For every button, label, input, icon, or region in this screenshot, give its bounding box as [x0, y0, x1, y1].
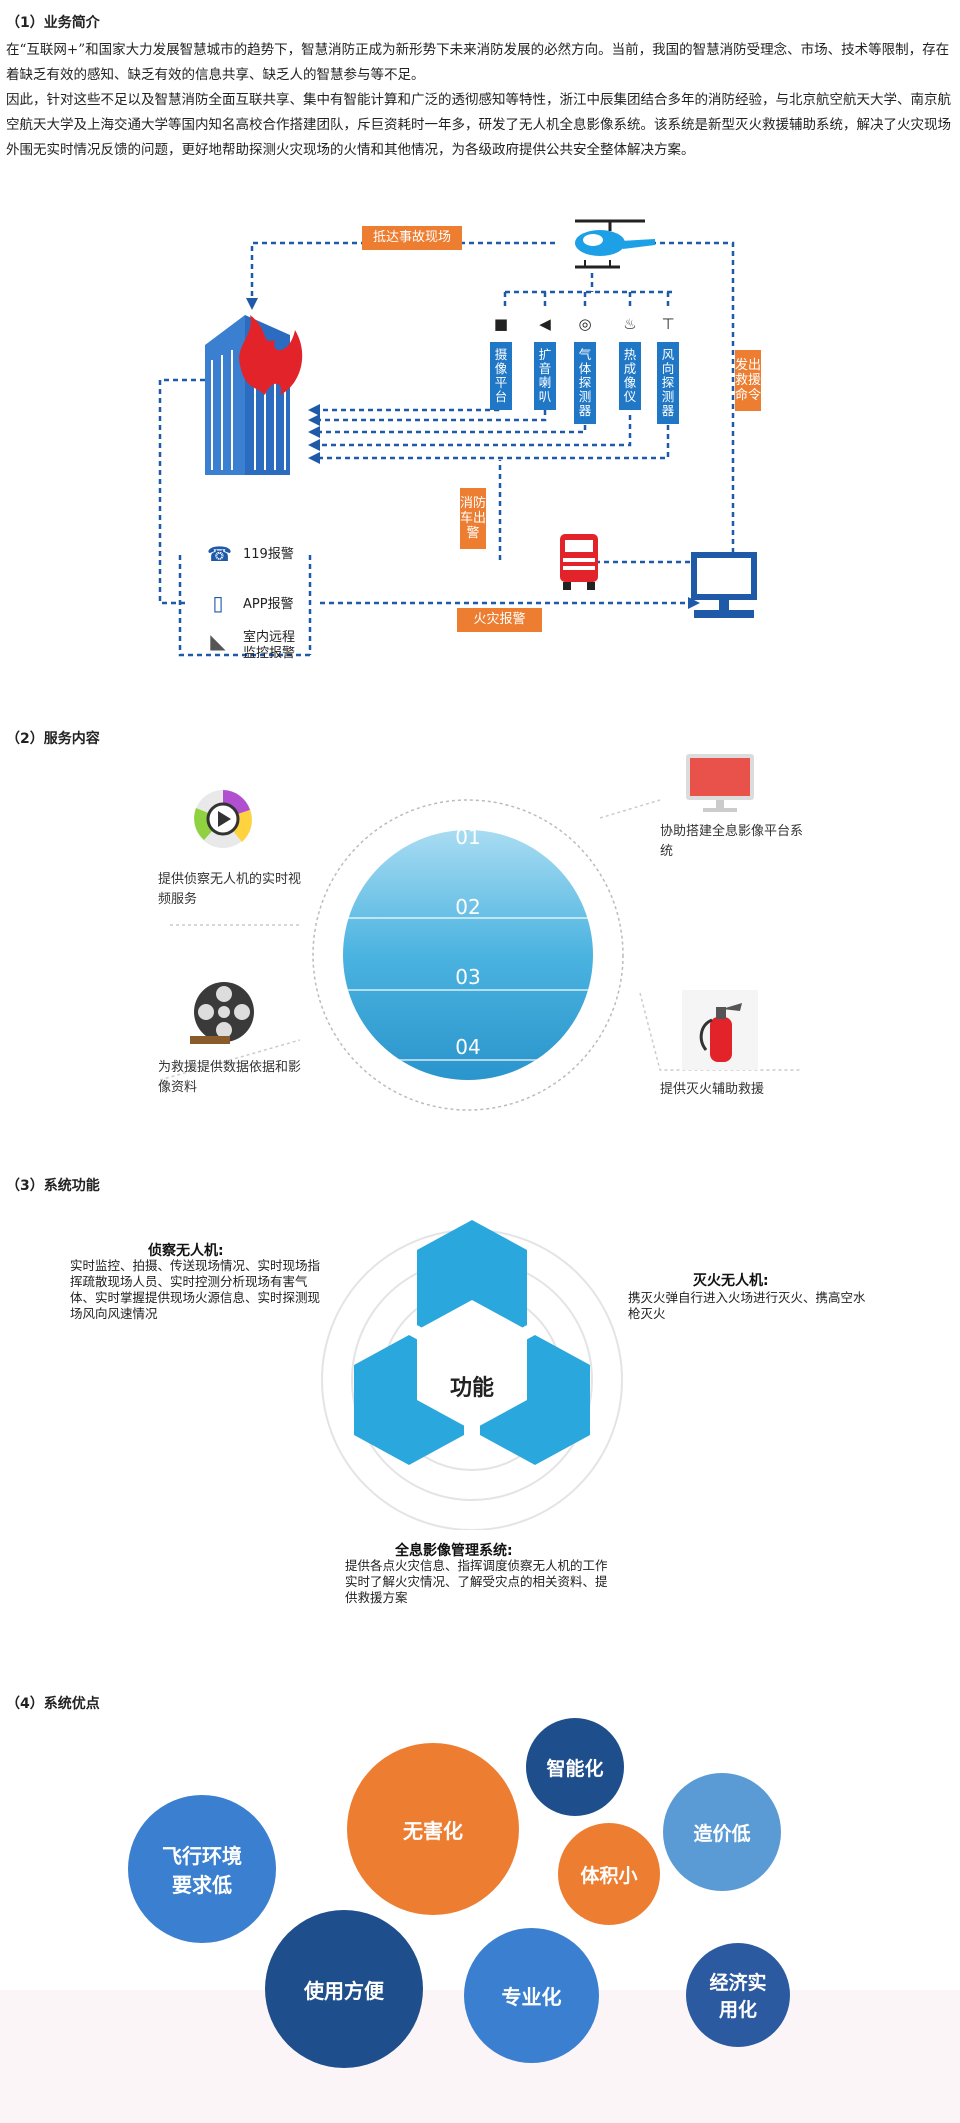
service-data-text: 为救援提供数据依据和影像资料 — [158, 1060, 302, 1095]
video-play-icon — [194, 790, 252, 848]
bubble-low-cost: 造价低 — [663, 1773, 781, 1891]
bubble-harmless: 无害化 — [347, 1743, 519, 1915]
functions-center-label: 功能 — [449, 1376, 494, 1401]
tag-fire-alarm: 火灾报警 — [457, 608, 542, 632]
wind-icon: ⊤ — [661, 315, 675, 333]
speaker-icon: ◀ — [539, 315, 551, 333]
film-reel-icon — [190, 982, 254, 1044]
bubble-small-size: 体积小 — [558, 1823, 660, 1925]
recon-drone-body: 实时监控、拍摄、传送现场情况、实时现场指挥疏散现场人员、实时控测分析现场有害气体… — [70, 1258, 321, 1321]
device-thermal-label: 热成像仪 — [619, 342, 641, 410]
section-title-intro: （1）业务简介 — [6, 15, 100, 31]
section-title-services: （2）服务内容 — [6, 731, 100, 747]
holo-system-body: 提供各点火灾信息、指挥调度侦察无人机的工作实时了解火灾情况、了解受灾点的相关资料… — [345, 1558, 608, 1605]
bubble-professional: 专业化 — [464, 1928, 599, 2063]
fire-system-diagram: 抵达事故现场 ■ ◀ ◎ ♨ ⊤ 摄像平台 扩音喇叭 气体探测器 热成像仪 风向… — [0, 210, 960, 680]
services-sphere — [159, 799, 800, 1111]
bubble-smart: 智能化 — [526, 1718, 624, 1816]
tag-truck-dispatch: 消防车出警 — [460, 488, 486, 549]
service-platform-text: 协助搭建全息影像平台系统 — [660, 824, 804, 859]
service-rescue-text: 提供灭火辅助救援 — [660, 1082, 765, 1097]
fire-drone-title: 灭火无人机: — [693, 1273, 769, 1289]
functions-hex-diagram — [321, 1220, 623, 1530]
intro-paragraph-1: 在“互联网+”和国家大力发展智慧城市的趋势下，智慧消防正成为新形势下未来消防发展… — [6, 42, 950, 83]
sphere-number-04: 04 — [455, 1035, 481, 1059]
device-gas-label: 气体探测器 — [574, 342, 596, 424]
intro-paragraph-2: 因此，针对这些不足以及智慧消防全面互联共享、集中有智能计算和广泛的透彻感知等特性… — [6, 92, 951, 158]
computer-monitor-icon — [691, 552, 757, 618]
tag-dispatch-command: 发出救援命令 — [735, 350, 761, 411]
tag-arrive-scene: 抵达事故现场 — [362, 226, 462, 250]
extinguisher-icon — [682, 990, 758, 1070]
helicopter-drone-icon — [575, 219, 655, 269]
monitor-icon — [686, 754, 754, 812]
camera-icon: ■ — [493, 315, 509, 333]
bubble-low-flight-req: 飞行环境要求低 — [128, 1795, 276, 1943]
bubble-easy-use: 使用方便 — [265, 1910, 423, 2068]
alarm-119-label: 119报警 — [243, 547, 294, 562]
alarm-app-label: APP报警 — [243, 597, 294, 612]
phone-icon: ☎ — [207, 542, 232, 566]
sphere-number-03: 03 — [455, 965, 481, 989]
gas-icon: ◎ — [578, 315, 592, 333]
fire-truck-icon — [560, 534, 598, 590]
bubble-economic: 经济实用化 — [686, 1943, 790, 2047]
device-speaker-label: 扩音喇叭 — [534, 342, 556, 410]
services-diagram: 01 02 03 04 提供侦察无人机的实时视频服务 协助搭建全息影像平台系统 … — [0, 740, 960, 1130]
section-title-advantages: （4）系统优点 — [6, 1696, 100, 1712]
diagram-connectors — [158, 241, 735, 657]
sphere-number-01: 01 — [455, 825, 481, 849]
recon-drone-title: 侦察无人机: — [148, 1243, 224, 1259]
fire-drone-body: 携灭火弹自行进入火场进行灭火、携高空水枪灭火 — [628, 1290, 866, 1321]
holo-system-title: 全息影像管理系统: — [395, 1543, 513, 1559]
alarm-monitor-label: 室内远程监控报警 — [243, 630, 296, 661]
building-fire-icon — [205, 315, 303, 475]
sphere-number-02: 02 — [455, 895, 481, 919]
service-video-text: 提供侦察无人机的实时视频服务 — [158, 872, 302, 907]
section-title-functions: （3）系统功能 — [6, 1178, 100, 1194]
device-wind-label: 风向探测器 — [657, 342, 679, 424]
mobile-icon: ▯ — [212, 591, 224, 615]
cctv-icon: ◣ — [210, 629, 226, 653]
device-camera-label: 摄像平台 — [490, 342, 512, 410]
thermal-icon: ♨ — [623, 315, 637, 333]
